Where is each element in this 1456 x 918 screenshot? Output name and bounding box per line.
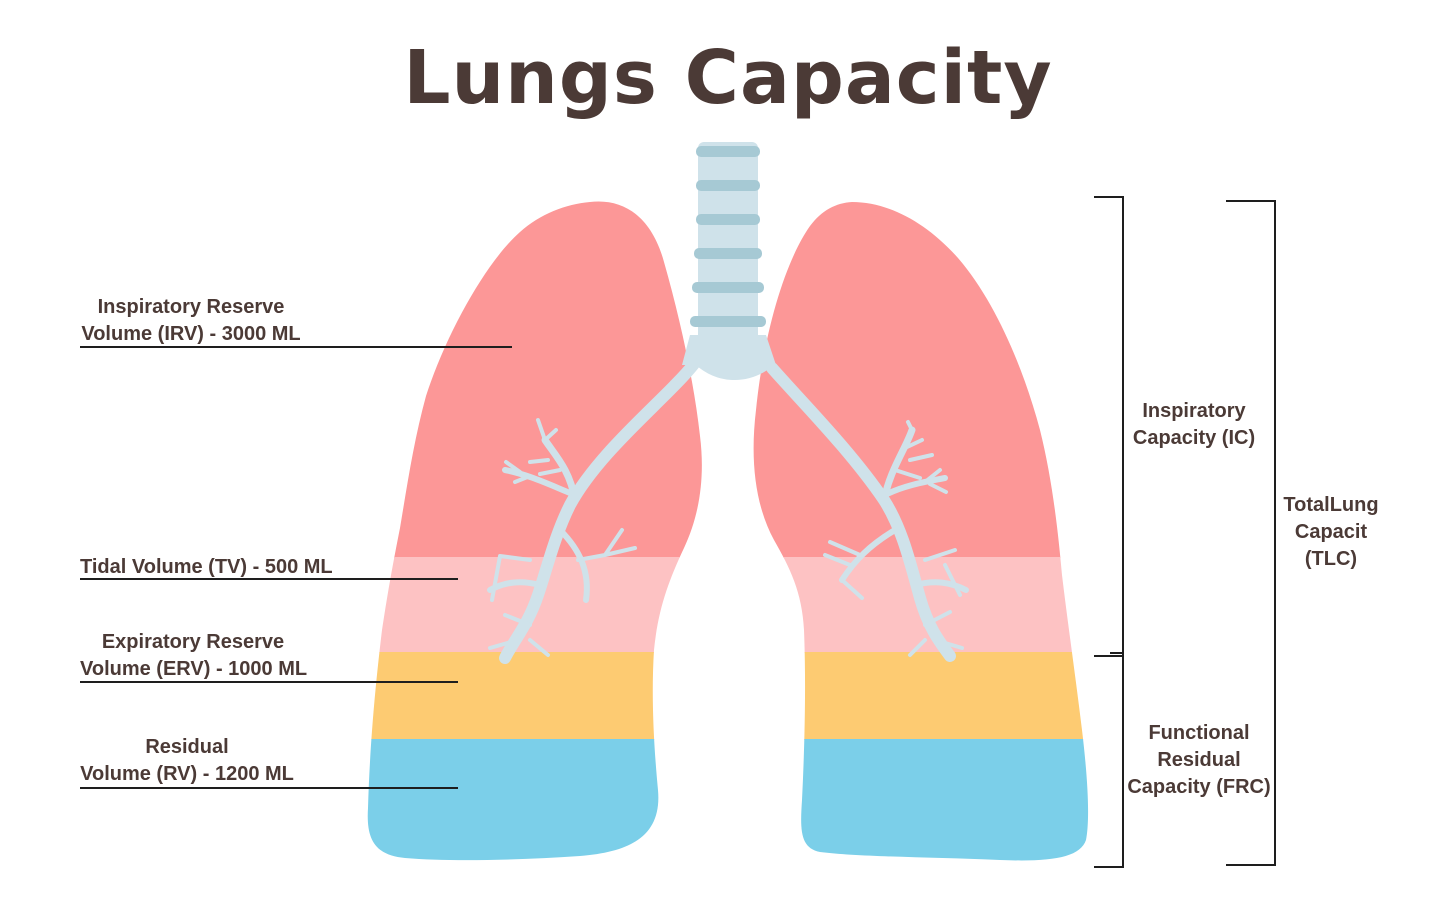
irv-label-line2: Volume (IRV) - 3000 ML — [81, 323, 301, 345]
rv-label-line2: Volume (RV) - 1200 ML — [80, 763, 294, 785]
erv-label-line2: Volume (ERV) - 1000 ML — [80, 658, 308, 680]
tlc-label-line1: TotalLung — [1283, 494, 1379, 516]
erv-label: Expiratory Reserve Volume (ERV) - 1000 M… — [80, 629, 308, 683]
ic-label: Inspiratory Capacity (IC) — [1124, 398, 1264, 452]
tv-label: Tidal Volume (TV) - 500 ML — [80, 554, 333, 581]
rv-leader-line — [80, 787, 458, 789]
rv-label-line1: Residual — [145, 736, 229, 758]
erv-leader-line — [80, 681, 458, 683]
frc-label-line2: Residual — [1157, 749, 1241, 771]
erv-label-line1: Expiratory Reserve — [101, 631, 285, 653]
trachea — [682, 142, 776, 365]
frc-bracket — [1094, 652, 1124, 868]
diagram-title: Lungs Capacity — [403, 35, 1053, 121]
right-lung-erv-band — [753, 652, 1089, 740]
right-lung-rv-band — [753, 739, 1089, 861]
ic-label-line1: Inspiratory — [1142, 400, 1246, 422]
ic-bracket — [1094, 196, 1124, 657]
tlc-label-line3: (TLC) — [1304, 548, 1358, 570]
frc-label-line3: Capacity (FRC) — [1127, 776, 1271, 798]
rv-label: Residual Volume (RV) - 1200 ML — [80, 734, 294, 788]
tv-label-line1: Tidal Volume (TV) - 500 ML — [80, 556, 333, 578]
tlc-label-line2: Capacit — [1294, 521, 1368, 543]
left-lung-erv-band — [367, 652, 702, 740]
tlc-bracket — [1226, 200, 1276, 866]
frc-label-line1: Functional — [1148, 722, 1250, 744]
irv-label: Inspiratory Reserve Volume (IRV) - 3000 … — [80, 294, 302, 348]
left-lung-rv-band — [367, 739, 702, 861]
tlc-label: TotalLung Capacit (TLC) — [1276, 492, 1386, 573]
irv-label-line1: Inspiratory Reserve — [97, 296, 285, 318]
frc-label: Functional Residual Capacity (FRC) — [1124, 720, 1274, 801]
ic-label-line2: Capacity (IC) — [1132, 427, 1256, 449]
irv-leader-line — [80, 346, 512, 348]
tv-leader-line — [80, 578, 458, 580]
left-lung — [367, 201, 702, 861]
frc-bracket-top-tick — [1110, 652, 1124, 654]
bronchial-tree — [487, 350, 969, 664]
